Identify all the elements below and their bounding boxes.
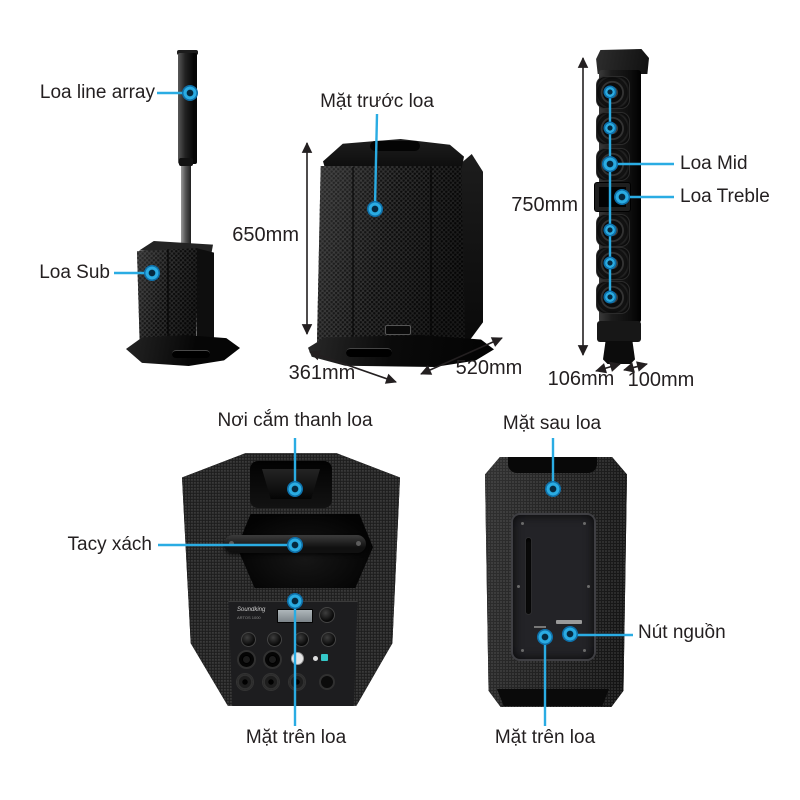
handle-screw-right: [356, 541, 361, 546]
panel-xlr-out-1: [236, 673, 254, 691]
panel-knob-4: [321, 632, 336, 647]
array-top-cap: [596, 49, 649, 74]
line-array-column-body: [178, 53, 197, 164]
top-control-panel: Soundking ARTOS 1000: [228, 601, 358, 706]
front-view-logo-badge: [385, 325, 411, 335]
panel-combo-jack-1: [237, 650, 256, 669]
rear-top-handle-recess: [508, 457, 597, 473]
callout-dot: [615, 190, 629, 204]
front-view-base-handle-slot: [346, 348, 392, 357]
panel-screw: [521, 649, 524, 652]
callout-dot: [605, 292, 615, 302]
callout-dot: [605, 225, 615, 235]
front-view-grille-seam-right: [430, 167, 432, 341]
callout-dot: [288, 538, 302, 552]
panel-screw: [583, 649, 586, 652]
callout-dot: [605, 123, 615, 133]
panel-screw: [521, 522, 524, 525]
label-loa-sub: Loa Sub: [39, 262, 110, 283]
rear-label-small: [534, 626, 546, 628]
callout-dot: [605, 87, 615, 97]
callout-dot: [183, 86, 197, 100]
subwoofer-grille-seam: [167, 249, 169, 357]
rear-bottom-band: [497, 689, 609, 706]
callout-dot: [605, 258, 615, 268]
panel-mini-switch-white: [313, 656, 318, 661]
label-dim-520mm: 520mm: [455, 357, 523, 379]
label-dim-650mm: 650mm: [232, 224, 299, 246]
label-mat-truoc-loa: Mặt trước loa: [320, 91, 434, 112]
label-dim-361mm: 361mm: [288, 362, 356, 384]
label-dim-750mm: 750mm: [511, 194, 578, 216]
panel-xlr-out-2: [262, 673, 280, 691]
label-noi-cam-thanh-loa: Nơi cắm thanh loa: [217, 410, 373, 431]
label-mat-sau-loa: Mặt sau loa: [502, 413, 602, 434]
panel-knob-1: [241, 632, 256, 647]
line-array-column: [177, 50, 198, 55]
label-dim-106mm: 106mm: [547, 368, 615, 390]
label-nut-nguon: Nút nguồn: [638, 622, 726, 643]
panel-knob-3: [294, 632, 309, 647]
callout-dot: [538, 630, 552, 644]
array-bottom-collar: [597, 321, 641, 342]
callout-dot: [563, 627, 577, 641]
panel-combo-jack-2: [263, 650, 282, 669]
array-mount-foot: [603, 341, 635, 364]
front-view-grille-seam-left: [352, 167, 354, 341]
panel-master-knob: [319, 607, 335, 623]
callout-dot: [368, 202, 382, 216]
callout-dot: [145, 266, 159, 280]
panel-knob-2: [267, 632, 282, 647]
heatsink-vents: [526, 538, 582, 614]
label-loa-line-array: Loa line array: [39, 82, 155, 103]
front-view-grille: [317, 166, 465, 342]
callout-dot: [288, 482, 302, 496]
panel-mini-switch-teal: [321, 654, 328, 661]
panel-lcd-screen: [277, 609, 313, 623]
panel-aux-connector: [319, 674, 335, 690]
subwoofer-base-handle-slot: [172, 350, 210, 358]
label-loa-treble: Loa Treble: [680, 186, 770, 207]
panel-screw: [583, 522, 586, 525]
panel-model-text: ARTOS 1000: [237, 615, 261, 620]
panel-brand-logo: Soundking: [237, 607, 266, 613]
label-tacy-xach: Tacy xách: [67, 534, 152, 555]
label-loa-mid: Loa Mid: [680, 153, 748, 174]
front-view-top-handle: [370, 141, 420, 151]
panel-xlr-out-3: [288, 673, 306, 691]
callout-dot: [546, 482, 560, 496]
handle-screw-left: [229, 541, 234, 546]
panel-screw: [587, 585, 590, 588]
label-mat-tren-loa-top-view: Mặt trên loa: [245, 727, 347, 748]
panel-screw: [517, 585, 520, 588]
callout-dot: [603, 157, 617, 171]
rear-label-strip: [556, 620, 582, 624]
label-dim-100mm: 100mm: [627, 369, 695, 391]
speaker-pole: [181, 164, 191, 252]
label-mat-tren-loa-rear-view: Mặt trên loa: [494, 727, 596, 748]
callout-dot: [288, 594, 302, 608]
speaker-pole-joint: [179, 158, 193, 166]
rear-amp-panel: [513, 515, 594, 659]
panel-white-button: [291, 652, 304, 665]
subwoofer-side-face: [197, 248, 214, 356]
